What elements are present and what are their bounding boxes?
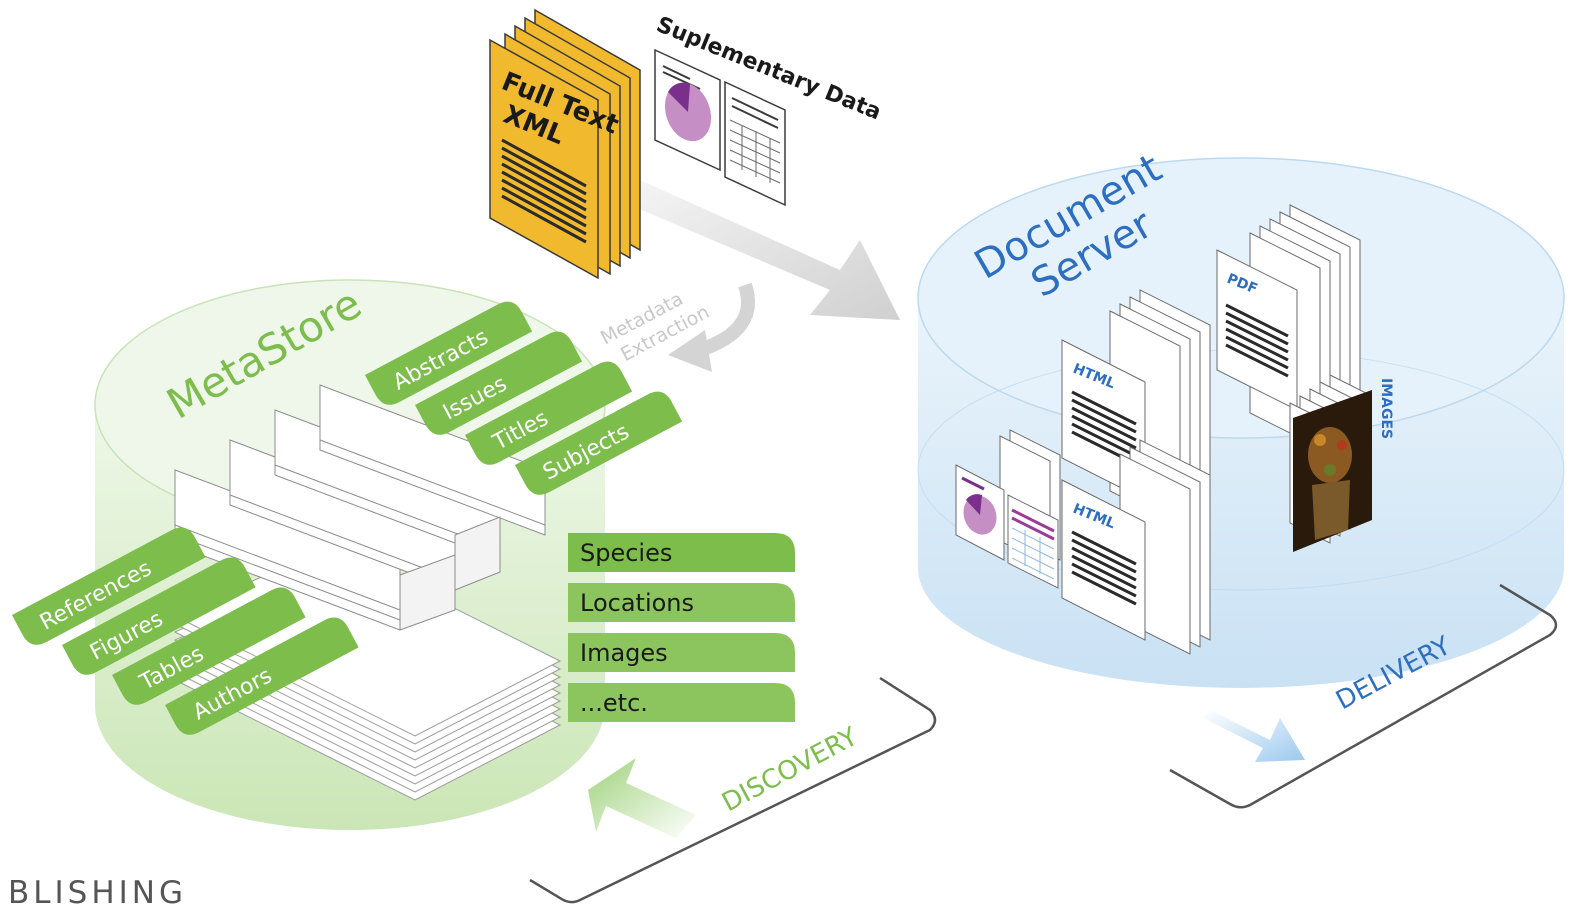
tab-images-label: Images — [580, 639, 668, 667]
delivery-bracket — [1169, 583, 1558, 809]
images-label: IMAGES — [1378, 378, 1394, 439]
discovery-label: DISCOVERY — [717, 722, 863, 818]
tab-species-label: Species — [580, 539, 672, 567]
pdf-doc-stack — [1216, 204, 1361, 449]
flow-arrow-to-server — [630, 180, 900, 320]
server-table-doc — [1007, 494, 1059, 589]
metastore-top-tabs: Abstracts Issues Titles Subjects — [365, 301, 683, 495]
images-label-text: IMAGES — [1378, 378, 1394, 439]
tab-species: Species — [568, 533, 795, 572]
supplementary-table-doc — [724, 80, 786, 207]
metadata-extraction-arrow — [668, 282, 755, 372]
discovery-label-text: DISCOVERY — [717, 722, 863, 818]
html-bottom-doc-lines — [1071, 530, 1137, 606]
tab-etc: ...etc. — [568, 683, 795, 722]
full-text-xml-stack — [489, 8, 641, 280]
discovery-bracket — [529, 676, 937, 904]
tab-etc-label: ...etc. — [580, 689, 648, 717]
tab-images: Images — [568, 633, 795, 672]
brand-fragment: BLISHING — [8, 875, 187, 910]
pdf-doc-lines — [1225, 303, 1289, 378]
metastore-right-tabs: Species Locations Images ...etc. — [568, 533, 795, 722]
tab-locations-label: Locations — [580, 589, 694, 617]
tab-locations: Locations — [568, 583, 795, 622]
index-card-files-upper — [174, 384, 546, 631]
html-bottom-doc-stack — [1061, 439, 1211, 655]
supplementary-chart-doc — [654, 48, 721, 172]
painting-image — [1293, 390, 1372, 552]
